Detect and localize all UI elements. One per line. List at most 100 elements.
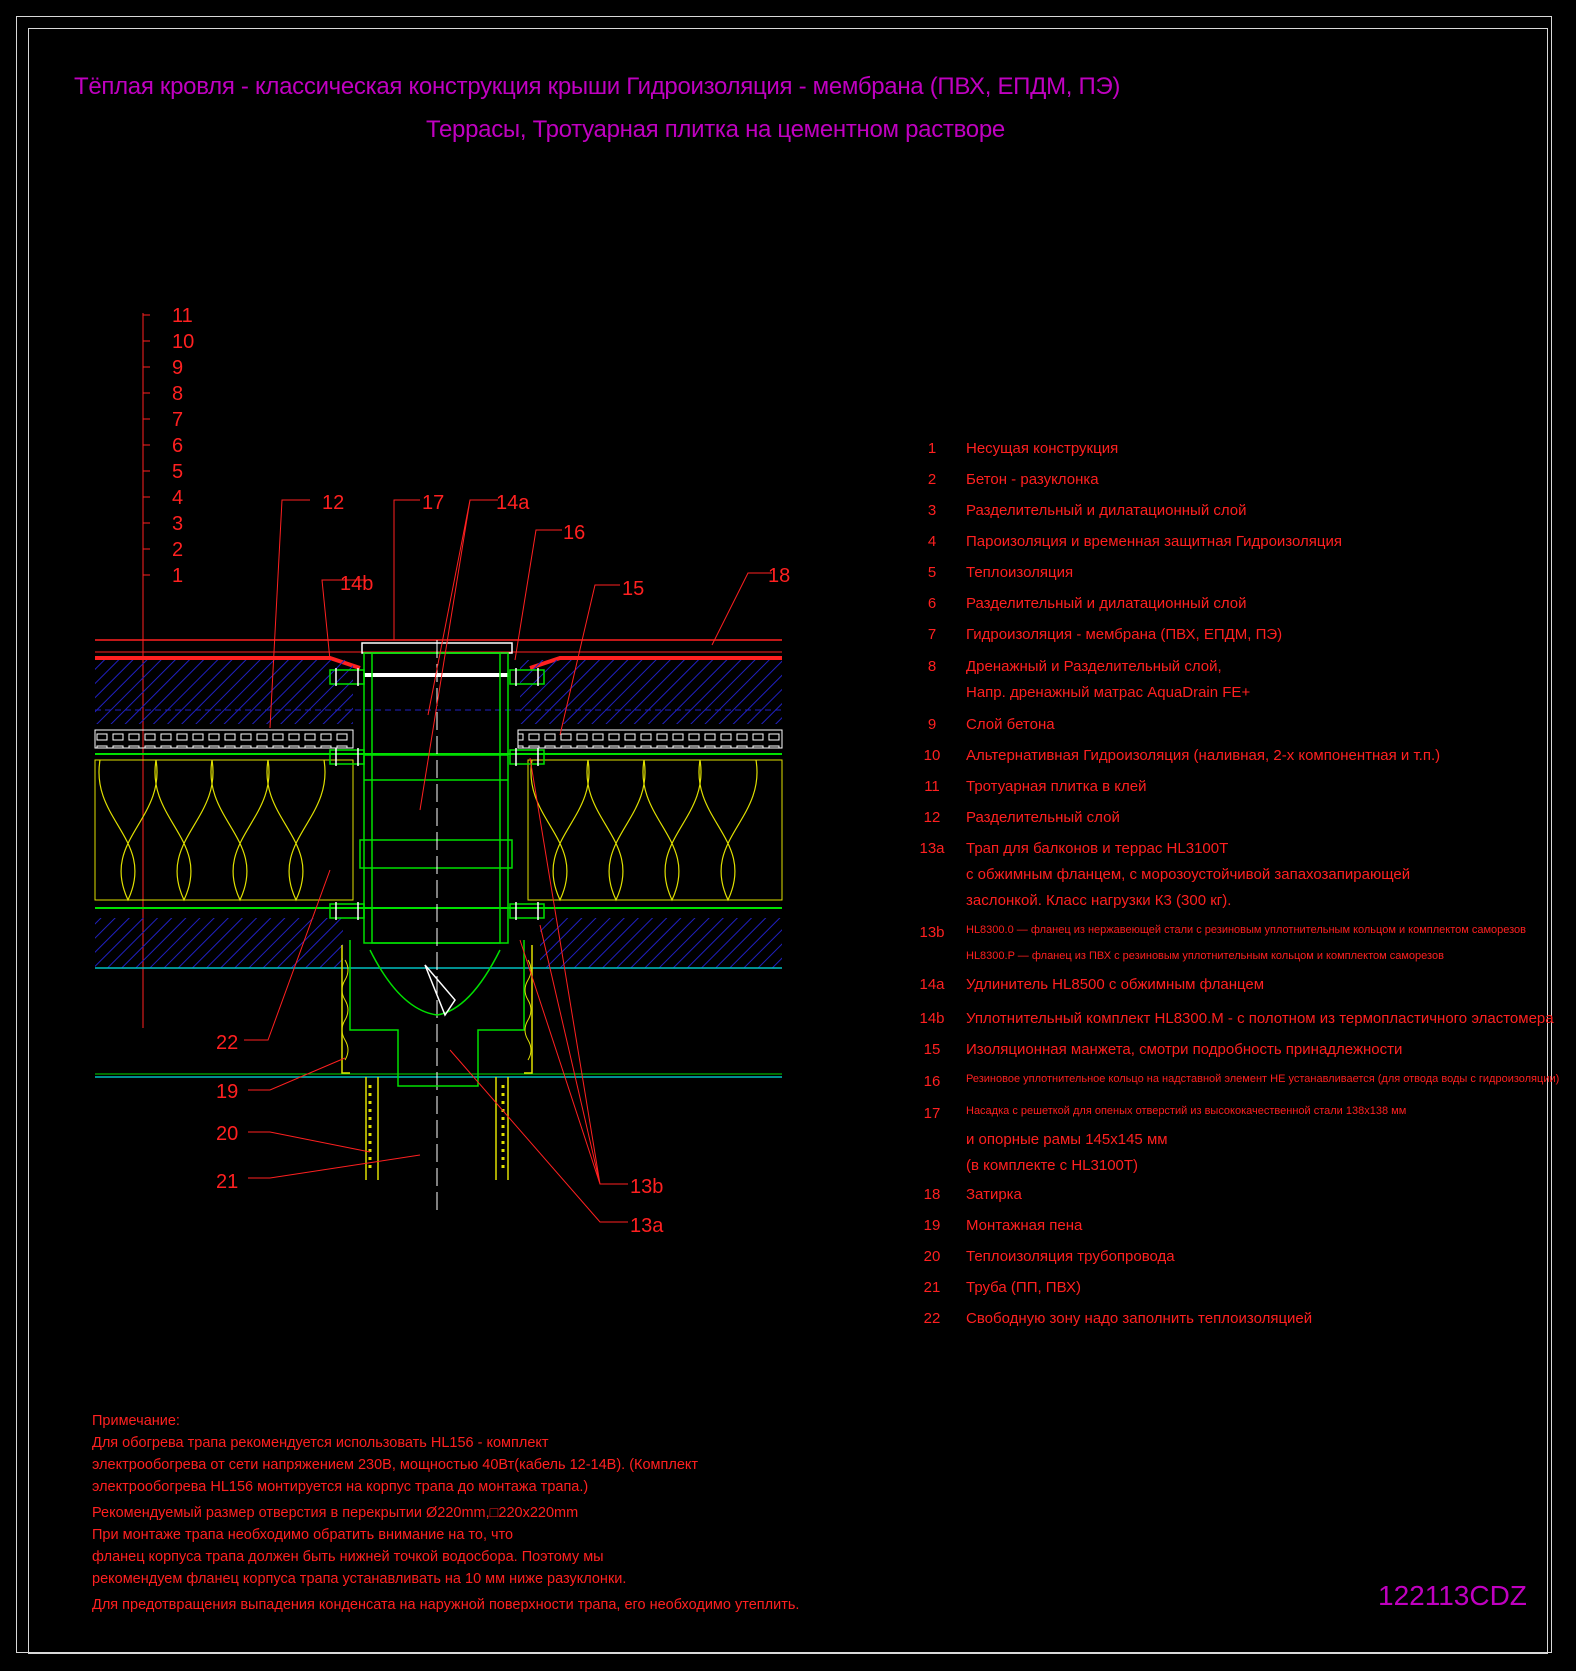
legend-text: Напр. дренажный матрас AquaDrain FE+ <box>966 684 1251 701</box>
legend-text: HL8300.P — фланец из ПВХ с резиновым упл… <box>966 950 1444 962</box>
legend-number: 16 <box>923 1073 941 1090</box>
legend-number: 3 <box>927 502 937 519</box>
legend-text: Разделительный и дилатационный слой <box>966 595 1247 612</box>
legend-number: 13b <box>919 924 945 941</box>
legend-text: Насадка с решеткой для опеных отверстий … <box>966 1105 1407 1117</box>
legend-text: заслонкой. Класс нагрузки К3 (300 кг). <box>966 892 1232 909</box>
legend-text: Уплотнительный комплект HL8300.M - с пол… <box>966 1010 1554 1027</box>
callout-19: 19 <box>216 1081 238 1103</box>
legend-text: Дренажный и Разделительный слой, <box>966 658 1222 675</box>
insulation-loop <box>530 759 590 902</box>
callout-12: 12 <box>322 492 344 514</box>
legend-number: 10 <box>923 747 941 764</box>
insulation-loop <box>154 759 214 902</box>
callout-labels: 12 17 14a 16 14b 15 18 22 19 20 21 13b 1… <box>216 492 790 1237</box>
callout-14b: 14b <box>340 573 373 595</box>
layer-label: 7 <box>172 409 183 431</box>
legend-number: 9 <box>927 716 937 733</box>
legend-number: 19 <box>923 1217 941 1234</box>
note-block: Примечание: Для обогрева трапа рекоменду… <box>92 1410 799 1616</box>
note-line: электрообогрева HL156 монтируется на кор… <box>92 1479 589 1495</box>
legend-text: Разделительный и дилатационный слой <box>966 502 1247 519</box>
legend-text: Резиновое уплотнительное кольцо на надст… <box>966 1073 1560 1085</box>
layer-label: 8 <box>172 383 183 405</box>
legend-number: 21 <box>923 1279 941 1296</box>
flange-clamp <box>509 668 545 686</box>
legend-text: и опорные рамы 145x145 мм <box>966 1131 1168 1148</box>
callout-13b: 13b <box>630 1176 663 1198</box>
legend-number: 20 <box>923 1248 941 1265</box>
flange-clamp <box>329 902 365 920</box>
flange-clamp <box>509 748 545 766</box>
callout-14a: 14a <box>496 492 530 514</box>
insulation-loop <box>642 759 702 902</box>
legend-text: Монтажная пена <box>966 1217 1083 1234</box>
note-line: Для предотвращения выпадения конденсата … <box>92 1597 800 1613</box>
layer-label: 4 <box>172 487 183 509</box>
note-line: фланец корпуса трапа должен быть нижней … <box>92 1549 604 1565</box>
flange-clamp <box>329 668 365 686</box>
note-line: электрообогрева от сети напряжением 230В… <box>92 1457 699 1473</box>
drawing-frame-outer <box>16 16 1552 1653</box>
legend-text: Трап для балконов и террас HL3100T <box>966 840 1229 857</box>
layer-label: 5 <box>172 461 183 483</box>
legend-number: 13a <box>919 840 945 857</box>
callout-20: 20 <box>216 1123 238 1145</box>
callout-22: 22 <box>216 1032 238 1054</box>
drain-assembly <box>329 640 545 1210</box>
legend-number: 7 <box>927 626 937 643</box>
legend-number: 4 <box>927 533 937 550</box>
legend-number: 2 <box>927 471 937 488</box>
legend-number: 11 <box>924 778 940 795</box>
insulation-loop <box>98 759 158 902</box>
note-heading: Примечание: <box>92 1413 180 1429</box>
layer-label: 2 <box>172 539 183 561</box>
insulation-loop <box>266 759 326 902</box>
legend-text: Бетон - разуклонка <box>966 471 1099 488</box>
layer-label: 9 <box>172 357 183 379</box>
layer-label: 6 <box>172 435 183 457</box>
callout-18: 18 <box>768 565 790 587</box>
legend-text: Разделительный слой <box>966 809 1120 826</box>
legend-text: HL8300.0 — фланец из нержавеющей стали с… <box>966 924 1527 936</box>
legend-text: Тротуарная плитка в клей <box>966 778 1147 795</box>
legend-number: 6 <box>927 595 937 612</box>
note-line: Рекомендуемый размер отверстия в перекры… <box>92 1505 579 1521</box>
callout-21: 21 <box>216 1171 238 1193</box>
legend-number: 14a <box>919 976 945 993</box>
legend-text: Теплоизоляция <box>966 564 1074 581</box>
legend-number: 22 <box>923 1310 941 1327</box>
legend-text: Удлинитель HL8500 с обжимным фланцем <box>966 976 1265 993</box>
drawing-frame-inner <box>28 28 1548 1654</box>
legend-text: Свободную зону надо заполнить теплоизоля… <box>966 1310 1313 1327</box>
legend-text: Пароизоляция и временная защитная Гидрои… <box>966 533 1342 550</box>
drawing-subtitle: Террасы, Тротуарная плитка на цементном … <box>426 116 1005 143</box>
roof-layers <box>94 639 783 1078</box>
legend-text: Слой бетона <box>966 716 1055 733</box>
callout-13a: 13a <box>630 1215 664 1237</box>
legend-number: 17 <box>923 1105 941 1122</box>
layer-label: 11 <box>172 305 193 327</box>
insulation-loop <box>698 759 758 902</box>
insulation-loop <box>586 759 646 902</box>
callout-16: 16 <box>563 522 585 544</box>
drawing-title: Тёплая кровля - классическая конструкция… <box>74 73 1121 100</box>
drawing-code: 122113CDZ <box>1378 1580 1527 1611</box>
legend-number: 14b <box>919 1010 945 1027</box>
note-line: При монтаже трапа необходимо обратить вн… <box>92 1527 514 1543</box>
legend-text: Теплоизоляция трубопровода <box>966 1248 1175 1265</box>
note-line: Для обогрева трапа рекомендуется использ… <box>92 1435 549 1451</box>
legend-text: (в комплекте с HL3100T) <box>966 1157 1139 1174</box>
legend-number: 8 <box>927 658 937 675</box>
legend-text: Гидроизоляция - мембрана (ПВХ, ЕПДМ, ПЭ) <box>966 626 1283 643</box>
legend-text: Затирка <box>966 1186 1022 1203</box>
leader-lines <box>244 499 772 1223</box>
layer-label: 10 <box>172 331 194 353</box>
legend-number: 5 <box>927 564 937 581</box>
insulation-loop <box>210 759 270 902</box>
layer-label: 3 <box>172 513 183 535</box>
legend-number: 18 <box>923 1186 941 1203</box>
legend-text: Несущая конструкция <box>966 440 1119 457</box>
legend-number: 1 <box>927 440 937 457</box>
